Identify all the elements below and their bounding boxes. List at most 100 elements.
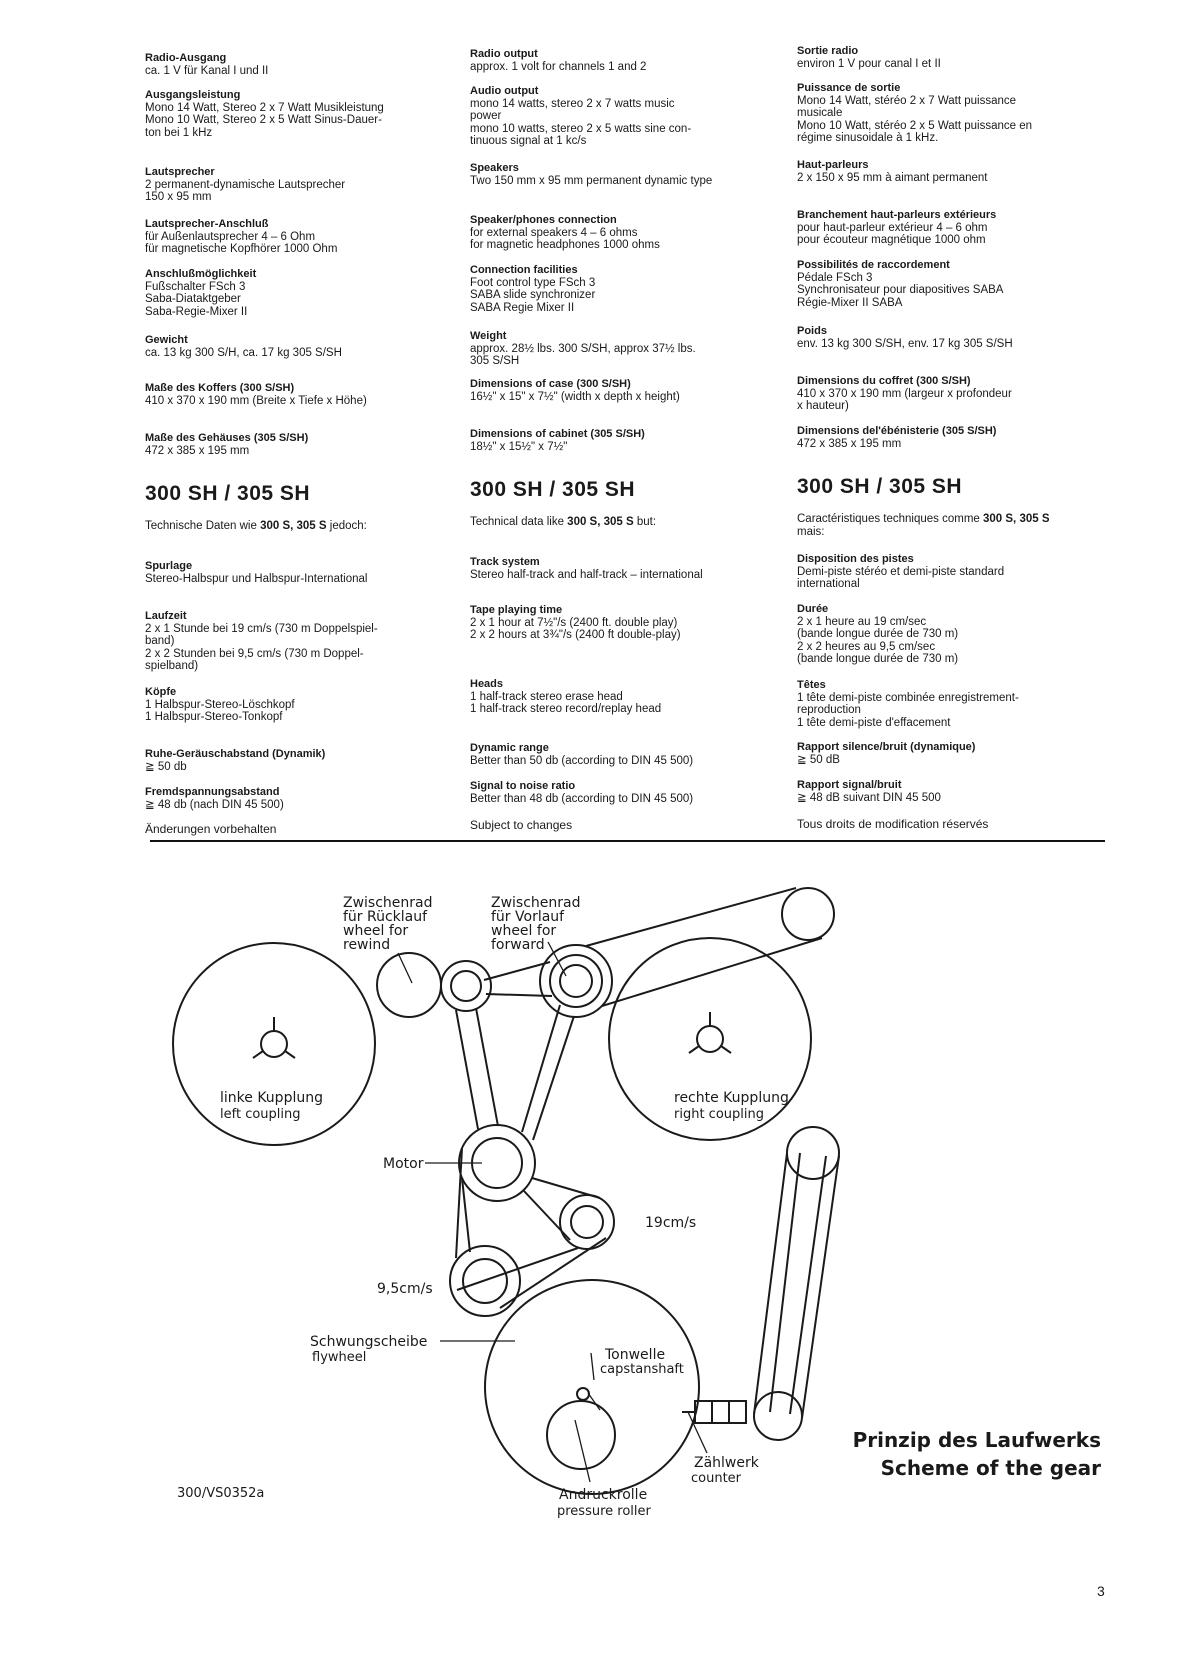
idler-rewind-wheel [376, 952, 442, 1018]
spec-text: ≧ 50 db [145, 760, 187, 773]
spec-text: Mono 14 Watt, Stereo 2 x 7 Watt Musiklei… [145, 101, 384, 139]
guide-pulley [440, 960, 492, 1012]
left-coupling-disc [172, 942, 376, 1146]
intro-text: Caractéristiques techniques comme 300 S,… [797, 513, 1050, 538]
footer-note: Tous droits de modification réservés [797, 817, 989, 831]
spec-text: 2 x 1 hour at 7½"/s (2400 ft. double pla… [470, 616, 681, 642]
spec-section: Maße des Koffers (300 S/SH)410 x 370 x 1… [145, 382, 460, 407]
caption-english: Scheme of the gear [880, 1456, 1101, 1480]
spec-text: mono 14 watts, stereo 2 x 7 watts music … [470, 97, 692, 148]
label-flywheel-en: flywheel [312, 1350, 366, 1365]
spec-text: 18½" x 15½" x 7½" [470, 440, 568, 453]
spec-text: approx. 28½ lbs. 300 S/SH, approx 37½ lb… [470, 342, 696, 368]
intro-post: jedoch: [326, 520, 367, 532]
spec-heading: Ausgangsleistung [145, 89, 241, 101]
spec-text: 2 permanent-dynamische Lautsprecher 150 … [145, 178, 346, 204]
spec-heading: Lautsprecher-Anschluß [145, 218, 269, 230]
spec-text: 1 half-track stereo erase head 1 half-tr… [470, 690, 662, 716]
spec-section: Dimensions of cabinet (305 S/SH)18½" x 1… [470, 428, 785, 453]
intro-models: 300 S, 305 S [567, 516, 634, 528]
right-coupling-disc [608, 937, 812, 1141]
spec-heading: Dimensions of cabinet (305 S/SH) [470, 428, 645, 440]
spec-heading: Anschlußmöglichkeit [145, 268, 257, 280]
spec-heading: Sortie radio [797, 45, 859, 57]
spec-section: Fremdspannungsabstand≧ 48 db (nach DIN 4… [145, 786, 460, 811]
model-title: 300 SH / 305 SH [470, 478, 636, 501]
spec-heading: Radio-Ausgang [145, 52, 227, 64]
spec-text: ca. 13 kg 300 S/H, ca. 17 kg 305 S/SH [145, 346, 342, 359]
label-motor: Motor [383, 1156, 424, 1172]
label-pressure-roller: Andruckrolle [559, 1487, 647, 1503]
counter-belt-pulley-top [786, 1126, 840, 1180]
spec-text: ≧ 50 dB [797, 753, 840, 766]
spec-heading: Weight [470, 330, 507, 342]
spec-heading: Puissance de sortie [797, 82, 901, 94]
spec-text: Stereo half-track and half-track – inter… [470, 568, 703, 581]
spec-heading: Possibilités de raccordement [797, 259, 950, 271]
capstan-shaft [576, 1387, 590, 1401]
spec-heading: Branchement haut-parleurs extérieurs [797, 209, 997, 221]
intro-models: 300 S, 305 S [983, 513, 1050, 525]
counter-belt-pulley-bottom [753, 1391, 803, 1441]
spec-text: approx. 1 volt for channels 1 and 2 [470, 60, 647, 73]
spec-heading: Dimensions of case (300 S/SH) [470, 378, 631, 390]
spec-text: 16½" x 15" x 7½" (width x depth x height… [470, 390, 680, 403]
intro-pre: Caractéristiques techniques comme [797, 513, 983, 525]
counter-box [682, 1400, 747, 1424]
label-flywheel: Schwungscheibe [310, 1334, 427, 1350]
spec-text: Two 150 mm x 95 mm permanent dynamic typ… [470, 174, 713, 187]
idler-forward-wheel [539, 944, 613, 1018]
label-speed-19: 19cm/s [645, 1215, 696, 1231]
spec-heading: Signal to noise ratio [470, 780, 576, 792]
spec-section: Dimensions of case (300 S/SH)16½" x 15" … [470, 378, 785, 403]
intro-post: but: [633, 516, 657, 528]
spec-heading: Audio output [470, 85, 539, 97]
page-number: 3 [1097, 1583, 1105, 1599]
speed-19-pulley [559, 1194, 615, 1250]
spec-text: Fußschalter FSch 3 Saba-Diataktgeber Sab… [145, 280, 248, 318]
label-capstan: Tonwelle [604, 1347, 665, 1363]
label-idler-rewind-4: rewind [343, 937, 390, 953]
spec-text: Foot control type FSch 3 SABA slide sync… [470, 276, 596, 314]
intro-text: Technische Daten wie 300 S, 305 S jedoch… [145, 520, 367, 532]
spec-text: for external speakers 4 – 6 ohms for mag… [470, 226, 660, 252]
intro-post: mais: [797, 525, 825, 538]
spec-text: 2 x 150 x 95 mm à aimant permanent [797, 171, 988, 184]
spec-text: Demi-piste stéréo et demi-piste standard… [797, 565, 1005, 591]
label-idler-rewind-1: Zwischenrad [343, 895, 433, 911]
spec-text: environ 1 V pour canal I et II [797, 57, 941, 70]
intro-pre: Technical data like [470, 516, 568, 528]
intro-pre: Technische Daten wie [145, 520, 261, 532]
label-counter: Zählwerk [694, 1455, 760, 1471]
spec-text: 2 x 1 heure au 19 cm/sec (bande longue d… [797, 615, 959, 666]
spec-heading: Tape playing time [470, 604, 563, 616]
spec-heading: Têtes [797, 679, 826, 691]
spec-text: 472 x 385 x 195 mm [797, 437, 902, 450]
spec-text: Mono 14 Watt, stéréo 2 x 7 Watt puissanc… [797, 94, 1033, 145]
label-idler-forward-3: wheel for [491, 923, 556, 939]
spec-section: Rapport silence/bruit (dynamique)≧ 50 dB [797, 741, 1112, 766]
spec-text: ca. 1 V für Kanal I und II [145, 64, 269, 77]
label-speed-9-5: 9,5cm/s [377, 1281, 433, 1297]
pressure-roller [546, 1400, 616, 1470]
spec-heading: Lautsprecher [145, 166, 215, 178]
label-right-coupling-en: right coupling [674, 1107, 764, 1122]
